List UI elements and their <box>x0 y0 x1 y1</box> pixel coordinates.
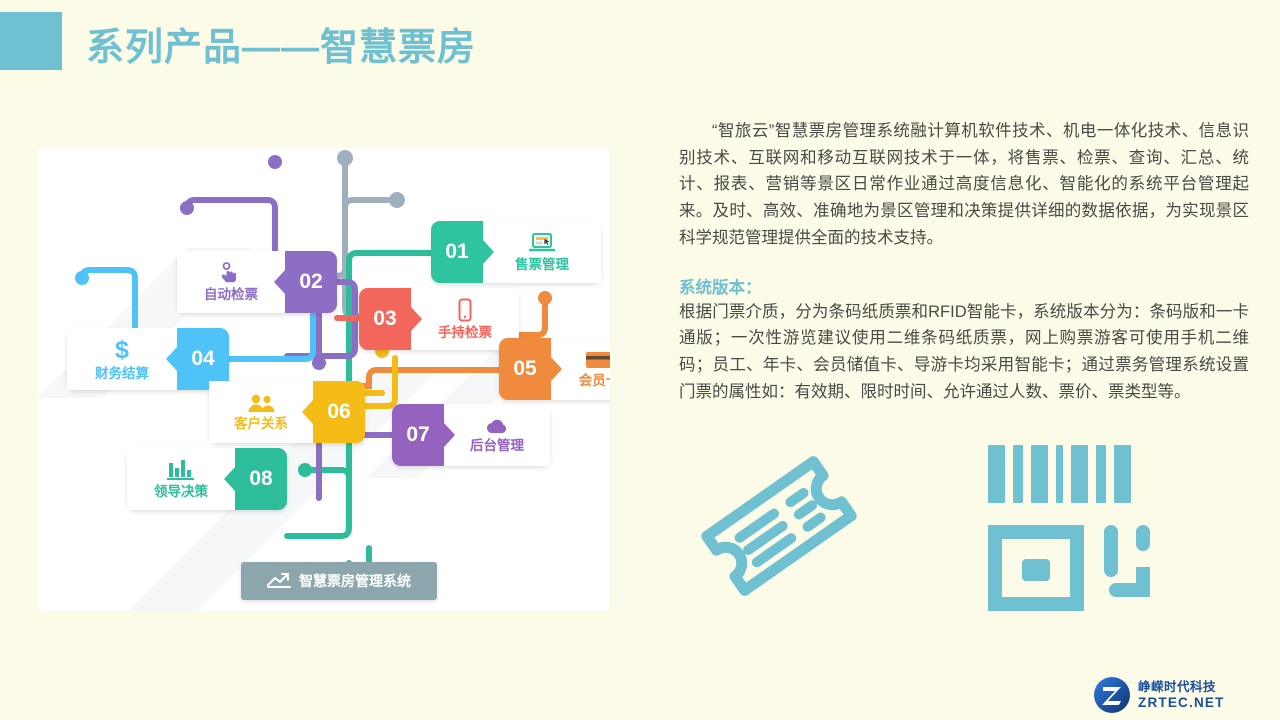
logo-text: 峥嵘时代科技 ZRTEC.NET <box>1138 681 1225 709</box>
header-accent-block <box>0 12 62 70</box>
node-body: 客户关系 <box>209 381 313 443</box>
node-label: 自动检票 <box>204 287 258 303</box>
node-label: 客户关系 <box>234 416 288 432</box>
credit-card-icon <box>585 351 610 370</box>
ticket-icon <box>701 456 857 596</box>
root-label-text: 智慧票房管理系统 <box>299 573 411 589</box>
page-title: 系列产品——智慧票房 <box>86 27 477 69</box>
version-heading: 系统版本： <box>679 278 762 297</box>
node-number-badge: 04 <box>177 328 229 390</box>
cloud-icon <box>484 417 510 435</box>
node-number-badge: 05 <box>499 338 551 400</box>
qrcode-illustration <box>986 443 1161 618</box>
node-number: 01 <box>445 240 469 263</box>
node-number-badge: 01 <box>431 221 483 283</box>
node-number-badge: 02 <box>285 251 337 313</box>
node-label: 手持检票 <box>438 325 492 341</box>
mindmap-node-02[interactable]: 自动检票 02 <box>177 251 337 313</box>
mindmap-node-04[interactable]: $ 财务结算 04 <box>67 328 229 390</box>
logo-company-cn: 峥嵘时代科技 <box>1138 680 1217 694</box>
node-number: 06 <box>327 400 351 423</box>
node-label: 售票管理 <box>515 257 569 273</box>
node-label: 领导决策 <box>154 484 208 500</box>
node-number: 02 <box>299 270 323 293</box>
node-number: 03 <box>373 307 397 330</box>
description-column: “智旅云”智慧票房管理系统融计算机软件技术、机电一体化技术、信息识别技术、互联网… <box>679 118 1249 405</box>
logo-mark-icon <box>1093 676 1131 714</box>
mobile-phone-icon <box>457 298 473 322</box>
mindmap-node-07[interactable]: 07 后台管理 <box>392 404 550 466</box>
people-icon <box>246 393 276 413</box>
node-body: 售票管理 <box>483 221 601 283</box>
mindmap-node-01[interactable]: 01 售票管理 <box>431 221 601 283</box>
logo-company-en: ZRTEC.NET <box>1138 694 1225 710</box>
node-number-badge: 06 <box>313 381 365 443</box>
tap-hand-icon <box>220 262 242 284</box>
mindmap-diagram-panel: 01 售票管理 自动检票 <box>37 148 610 611</box>
node-number-badge: 07 <box>392 404 444 466</box>
mindmap-node-03[interactable]: 03 手持检票 <box>359 288 519 350</box>
node-label: 会员卡 <box>578 372 610 388</box>
node-label: 后台管理 <box>470 438 524 454</box>
node-body: 领导决策 <box>127 448 235 510</box>
mindmap-node-05[interactable]: 05 会员卡 <box>499 338 610 400</box>
bar-chart-icon <box>166 459 196 481</box>
laptop-icon <box>528 232 556 254</box>
version-paragraph: 根据门票介质，分为条码纸质票和RFID智能卡，系统版本分为：条码版和一卡通版；一… <box>679 302 1249 401</box>
node-number-badge: 03 <box>359 288 411 350</box>
node-body: 后台管理 <box>444 404 550 466</box>
node-number-badge: 08 <box>235 448 287 510</box>
node-body: $ 财务结算 <box>67 328 177 390</box>
qrcode-barcode-icon <box>988 445 1150 611</box>
page-header: 系列产品——智慧票房 <box>0 0 1280 96</box>
node-body: 自动检票 <box>177 251 285 313</box>
ticket-illustration <box>694 441 864 616</box>
node-number: 08 <box>249 467 273 490</box>
svg-text:$: $ <box>115 337 129 363</box>
mindmap-node-08[interactable]: 领导决策 08 <box>127 448 287 510</box>
node-label: 财务结算 <box>95 366 149 382</box>
company-logo: 峥嵘时代科技 ZRTEC.NET <box>1093 676 1225 714</box>
intro-paragraph: “智旅云”智慧票房管理系统融计算机软件技术、机电一体化技术、信息识别技术、互联网… <box>679 122 1249 247</box>
diagram-root-label[interactable]: 智慧票房管理系统 <box>241 562 437 600</box>
node-number: 04 <box>191 347 215 370</box>
mindmap-node-06[interactable]: 客户关系 06 <box>209 381 365 443</box>
dollar-icon: $ <box>112 336 132 364</box>
trending-up-icon <box>267 572 291 590</box>
node-number: 05 <box>513 357 537 380</box>
node-number: 07 <box>406 423 430 446</box>
